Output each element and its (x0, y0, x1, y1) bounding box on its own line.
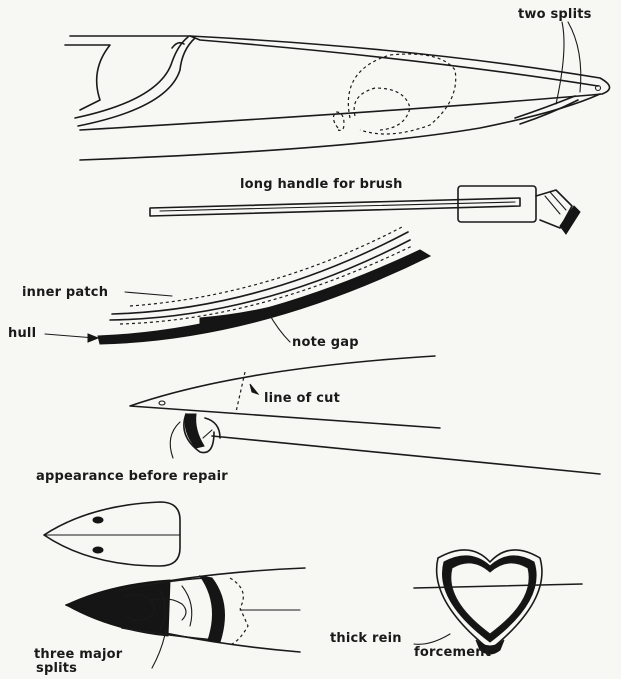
label-inner-patch: inner patch (22, 286, 108, 299)
label-hull: hull (8, 327, 36, 340)
label-forcement: forcement (414, 646, 491, 659)
hull-arrow-icon (88, 334, 98, 342)
two-splits-leader-1 (556, 22, 564, 104)
hole-lower-icon (93, 547, 103, 553)
label-three-major: three major (34, 648, 122, 661)
label-thick-rein: thick rein (330, 632, 402, 645)
label-splits: splits (36, 662, 77, 675)
small-bow-top-view (44, 502, 180, 566)
label-line-of-cut: line of cut (264, 392, 340, 405)
line-of-cut-drawing (130, 356, 600, 474)
inner-patch-leader (125, 292, 172, 296)
reinforcement-leader (414, 634, 450, 644)
label-long-handle: long handle for brush (240, 178, 403, 191)
appearance-leader (170, 422, 180, 458)
reinforcement-section-drawing (414, 550, 582, 654)
hull-bow-top-view (65, 22, 610, 160)
label-note-gap: note gap (292, 336, 359, 349)
label-appearance-before-repair: appearance before repair (36, 470, 228, 483)
hull-layer (98, 250, 430, 344)
cut-arrow-icon (250, 384, 258, 394)
bow-hole-icon-2 (159, 401, 165, 405)
label-two-splits: two splits (518, 8, 592, 21)
hole-upper-icon (93, 517, 103, 523)
brush-handle-drawing (150, 186, 580, 234)
